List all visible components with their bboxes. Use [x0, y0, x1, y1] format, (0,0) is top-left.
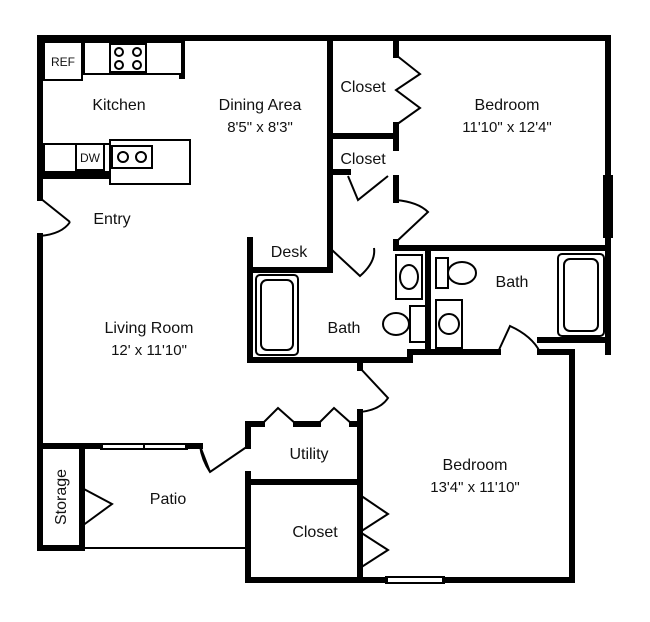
dining-label: Dining Area — [219, 97, 302, 114]
door-patio — [199, 445, 249, 474]
toilet-tank-right — [435, 257, 449, 289]
bifold-closet-upper — [394, 54, 422, 126]
closet-middle-label: Closet — [340, 151, 386, 168]
dishwasher-label: DW — [80, 151, 101, 165]
dining-dimensions: 8'5" x 8'3" — [227, 119, 293, 136]
wall-bath-center-bottom — [247, 349, 433, 363]
utility-label: Utility — [289, 446, 328, 463]
entry-door — [39, 197, 71, 237]
refrigerator — [43, 41, 83, 81]
bifold-closet-bottom — [358, 494, 390, 569]
room-labels: Kitchen Dining Area 8'5" x 8'3" Closet C… — [53, 79, 552, 541]
burner — [132, 60, 142, 70]
wall-bath-right-bottom — [537, 337, 611, 355]
bath-center-label: Bath — [328, 320, 361, 337]
door-bedroom-top — [395, 199, 430, 243]
bath-right-label: Bath — [496, 274, 529, 291]
patio-label: Patio — [150, 491, 187, 508]
sink-basin — [117, 151, 129, 163]
refrigerator-label: REF — [51, 55, 75, 69]
sink-right — [438, 313, 460, 335]
closet-bottom-label: Closet — [292, 524, 338, 541]
living-label: Living Room — [105, 320, 194, 337]
entry-label: Entry — [93, 211, 130, 228]
closet-upper-label: Closet — [340, 79, 386, 96]
bedroom-top-dimensions: 11'10" x 12'4" — [462, 119, 552, 136]
window-bedroom-bottom — [385, 576, 445, 584]
burner — [132, 47, 142, 57]
bathtub-right-inner — [563, 258, 599, 332]
doors — [39, 54, 541, 569]
living-dimensions: 12' x 11'10" — [111, 342, 187, 359]
burner — [114, 60, 124, 70]
kitchen-label: Kitchen — [92, 97, 145, 114]
fixtures: REF DW — [43, 41, 605, 356]
desk-label: Desk — [271, 244, 308, 261]
dishwasher — [75, 143, 105, 171]
bedroom-top-label: Bedroom — [475, 97, 540, 114]
toilet-bowl-center — [399, 264, 419, 290]
door-bath-center — [331, 247, 376, 278]
toilet-bowl-right — [447, 261, 477, 285]
wall-desk — [247, 237, 333, 363]
door-utility-left — [261, 406, 297, 425]
door-closet-middle — [347, 175, 389, 202]
bathtub-center-inner — [260, 279, 294, 351]
door-utility-right — [317, 406, 353, 425]
wall-bedroom-bottom-right — [537, 349, 575, 583]
sink-center — [382, 312, 410, 336]
sink-basin — [135, 151, 147, 163]
bathtub-right — [557, 253, 605, 337]
window-bedroom-top — [603, 175, 613, 238]
door-bath-right — [497, 324, 541, 353]
burner — [114, 47, 124, 57]
storage-label: Storage — [53, 469, 70, 525]
window-patio — [100, 443, 188, 450]
windows — [82, 175, 613, 584]
vanity-center — [409, 305, 427, 343]
door-bedroom-bottom — [359, 367, 390, 413]
bedroom-bottom-dimensions: 13'4" x 11'10" — [430, 479, 520, 496]
bathtub-center — [255, 274, 299, 356]
door-storage — [81, 487, 114, 527]
bedroom-bottom-label: Bedroom — [443, 457, 508, 474]
